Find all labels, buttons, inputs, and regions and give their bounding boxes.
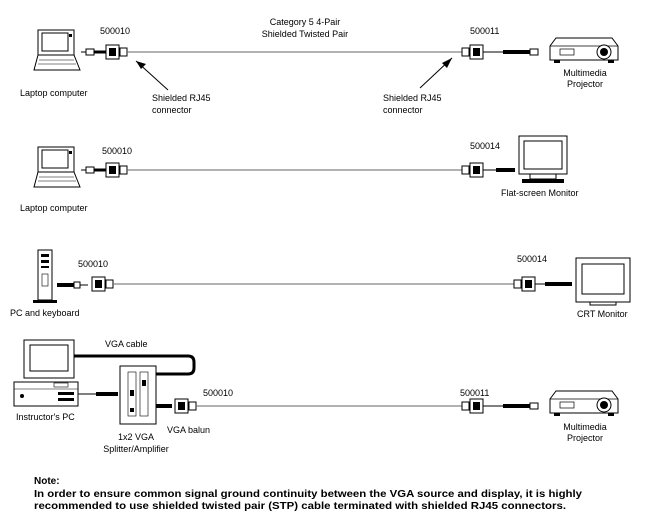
row4-balun-left — [174, 398, 189, 414]
row2-part-right: 500014 — [470, 141, 500, 151]
row4-vga-cable-label: VGA cable — [105, 339, 148, 349]
row1-balun-left — [105, 44, 120, 60]
row2-laptop-label: Laptop computer — [20, 203, 88, 213]
row4-vga-cable — [74, 354, 196, 376]
row1-connector-left-2: connector — [152, 105, 192, 115]
row4-instructor-pc — [13, 339, 79, 407]
row1-laptop-label: Laptop computer — [20, 88, 88, 98]
row1-projector — [549, 37, 619, 64]
row1-part-left: 500010 — [100, 26, 130, 36]
row1-connector-left-1: Shielded RJ45 — [152, 93, 211, 103]
row3-pc-keyboard — [33, 249, 57, 303]
row1-laptop — [33, 29, 81, 71]
row1-projector-label-2: Projector — [567, 79, 603, 89]
row1-rj45-left — [119, 47, 128, 57]
row4-part-left: 500010 — [203, 388, 233, 398]
row1-cable-label-2: Shielded Twisted Pair — [262, 29, 348, 39]
row2-balun-left — [105, 162, 120, 178]
row1-projector-label-1: Multimedia — [563, 68, 607, 78]
row3-balun-left — [91, 276, 106, 292]
row4-projector-label-1: Multimedia — [563, 422, 607, 432]
row3-monitor-label: CRT Monitor — [577, 309, 628, 319]
row2-laptop — [33, 146, 81, 188]
row4-balun-label: VGA balun — [167, 425, 210, 435]
row2-part-left: 500010 — [102, 146, 132, 156]
row1-balun-right — [469, 44, 484, 60]
row4-part-right: 500011 — [460, 388, 489, 398]
row1-rj45-right — [461, 47, 470, 57]
row1-connector-right-1: Shielded RJ45 — [383, 93, 442, 103]
row4-splitter-label-1: 1x2 VGA — [118, 432, 154, 442]
row4-balun-right — [469, 398, 484, 414]
row3-part-right: 500014 — [517, 254, 547, 264]
note-heading: Note: — [34, 476, 60, 487]
row3-part-left: 500010 — [78, 259, 108, 269]
row2-balun-right — [469, 162, 484, 178]
note-line-1: In order to ensure common signal ground … — [34, 489, 582, 500]
row3-pc-label: PC and keyboard — [10, 308, 80, 318]
row4-splitter — [119, 365, 157, 425]
row4-splitter-label-2: Splitter/Amplifier — [103, 444, 169, 454]
row4-projector-label-2: Projector — [567, 433, 603, 443]
note-line-2: recommended to use shielded twisted pair… — [34, 501, 566, 512]
row3-crt-monitor — [575, 257, 631, 306]
row4-pc-label: Instructor's PC — [16, 412, 75, 422]
row2-flat-monitor — [518, 135, 568, 183]
row3-balun-right — [521, 276, 536, 292]
row2-monitor-label: Flat-screen Monitor — [501, 188, 579, 198]
row1-cable-label-1: Category 5 4-Pair — [270, 17, 341, 27]
row1-part-right: 500011 — [470, 26, 499, 36]
row1-connector-right-2: connector — [383, 105, 423, 115]
row1-vga-plug — [85, 48, 95, 56]
row4-projector — [549, 390, 619, 417]
